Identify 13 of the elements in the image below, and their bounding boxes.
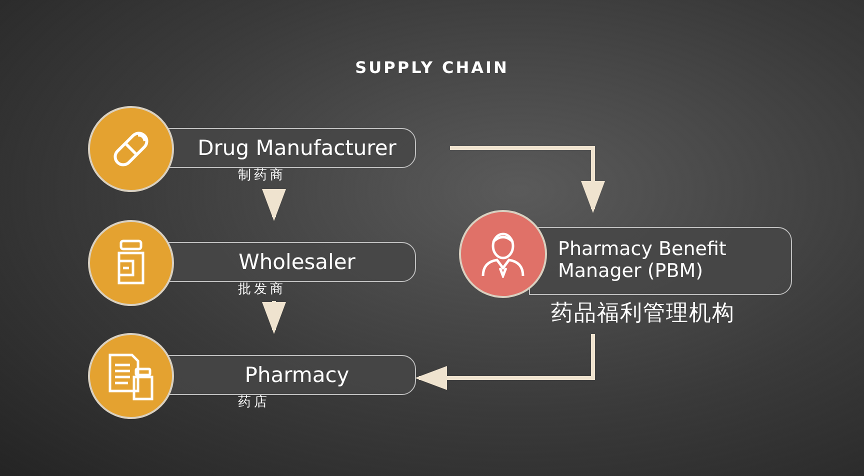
arrow bbox=[262, 189, 286, 221]
node-title: Wholesaler bbox=[238, 250, 356, 274]
node-subtitle: 批发商 bbox=[238, 281, 286, 298]
node-title: Pharmacy Benefit Manager (PBM) bbox=[558, 239, 728, 283]
diagram-title: SUPPLY CHAIN bbox=[354, 58, 510, 77]
node-subtitle: 药店 bbox=[238, 394, 270, 411]
node-subtitle: 制药商 bbox=[238, 167, 286, 184]
arrow bbox=[415, 334, 595, 390]
arrow bbox=[262, 301, 286, 334]
node-title: Pharmacy bbox=[244, 362, 350, 388]
arrow bbox=[450, 146, 605, 213]
node-subtitle: 药品福利管理机构 bbox=[551, 300, 735, 328]
node-title: Drug Manufacturer bbox=[198, 136, 396, 160]
